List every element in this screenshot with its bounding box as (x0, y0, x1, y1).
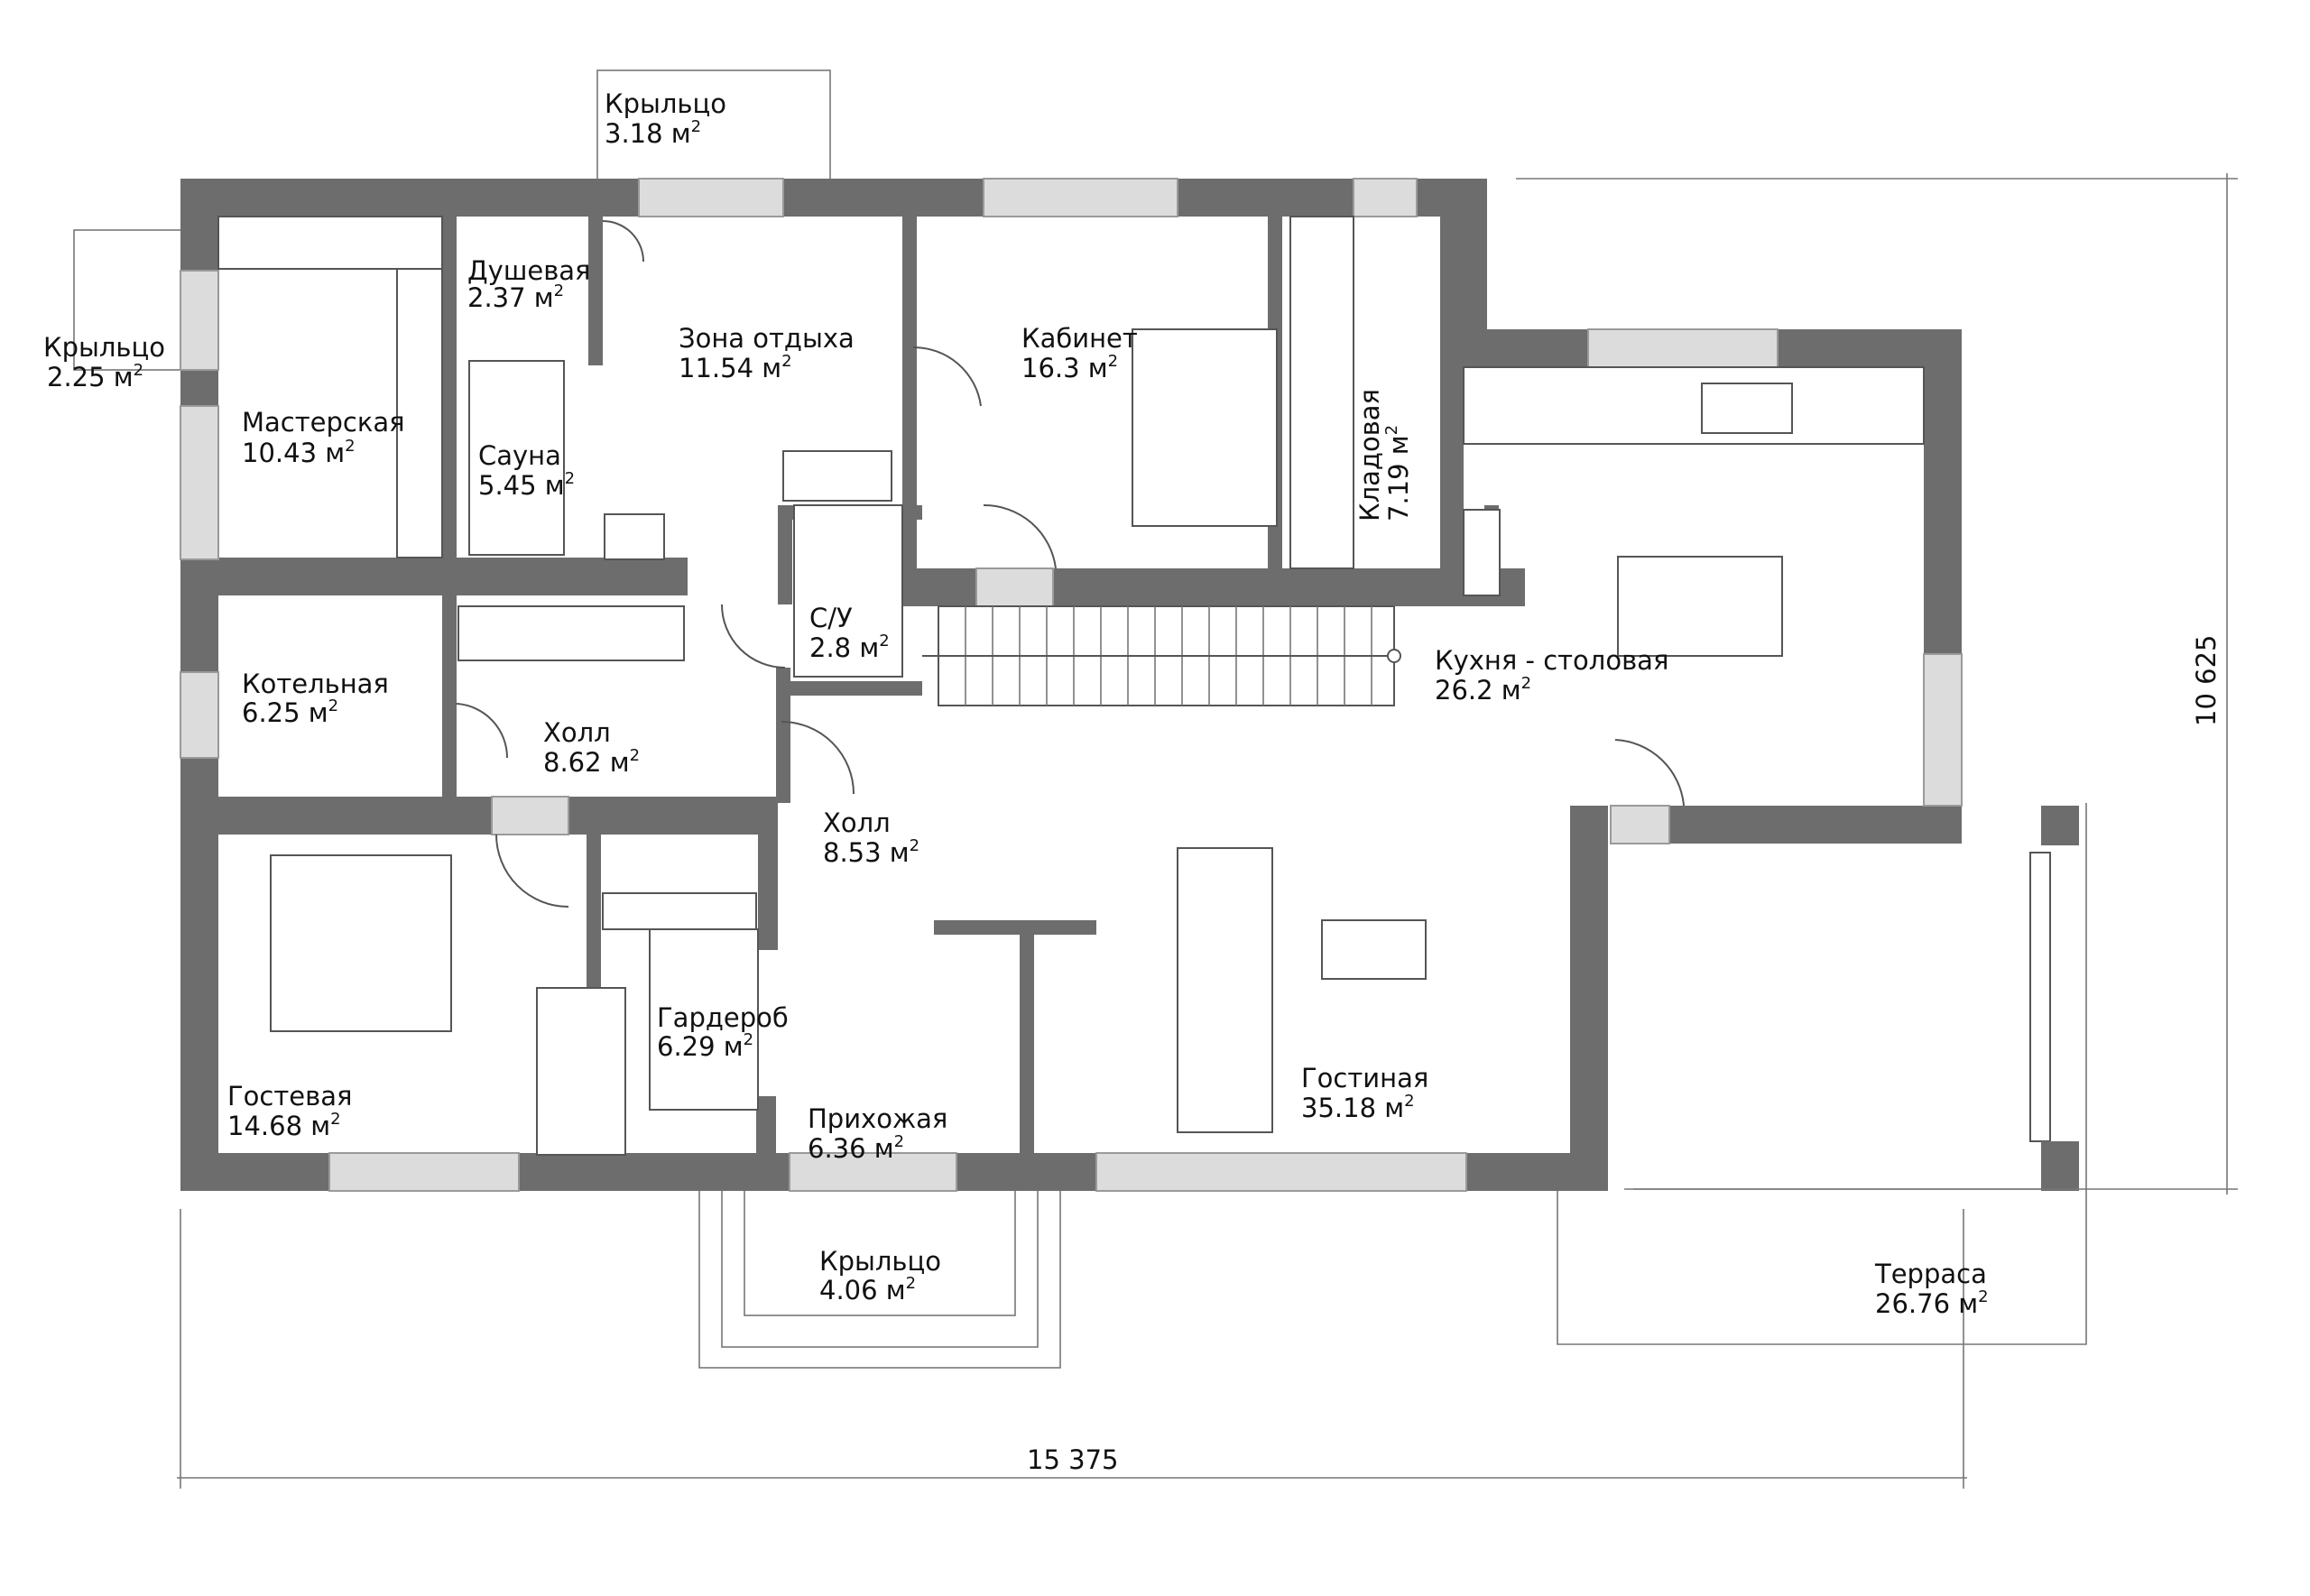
sauna-area: 5.45 м (478, 470, 565, 501)
svg-text:8.53 м2: 8.53 м2 (823, 836, 919, 868)
svg-text:2.37 м2: 2.37 м2 (467, 281, 564, 313)
dimension-height: 10 625 (2191, 635, 2222, 726)
bathroom-area: 2.8 м (809, 632, 879, 663)
svg-text:6.29 м2: 6.29 м2 (657, 1030, 753, 1062)
guest-area: 14.68 м (227, 1111, 330, 1141)
terrace-area: 26.76 м (1875, 1288, 1978, 1319)
svg-text:35.18 м2: 35.18 м2 (1301, 1092, 1415, 1123)
entry-area: 6.36 м (808, 1133, 894, 1164)
porch-bottom-area: 4.06 м (819, 1275, 906, 1305)
terrace-outline (1557, 803, 2087, 1345)
hall-2-name: Холл (823, 807, 891, 838)
windows (180, 178, 1963, 1192)
pantry-name: Кладовая (1354, 389, 1385, 521)
wardrobe-area: 6.29 м (657, 1031, 744, 1062)
svg-text:16.3 м2: 16.3 м2 (1021, 352, 1118, 383)
rest-zone-area: 11.54 м (679, 353, 781, 383)
wardrobe-name: Гардероб (657, 1002, 789, 1033)
porch-bottom-name: Крыльцо (819, 1246, 941, 1277)
hall-2-area: 8.53 м (823, 837, 910, 868)
svg-text:6.36 м2: 6.36 м2 (808, 1132, 904, 1164)
svg-text:2.25 м2: 2.25 м2 (47, 361, 143, 392)
svg-text:10.43 м2: 10.43 м2 (242, 437, 356, 468)
dimension-width: 15 375 (1027, 1444, 1118, 1475)
door-swings (456, 220, 1685, 908)
hall-1-area: 8.62 м (543, 747, 630, 778)
svg-text:3.18 м2: 3.18 м2 (605, 117, 701, 149)
svg-text:2.8 м2: 2.8 м2 (809, 632, 890, 663)
workshop-area: 10.43 м (242, 438, 345, 468)
porch-top-area: 3.18 м (605, 118, 691, 149)
svg-text:4.06 м2: 4.06 м2 (819, 1274, 916, 1305)
pantry-area: 7.19 м (1383, 435, 1414, 521)
kitchen-name: Кухня - столовая (1435, 645, 1668, 676)
entry-name: Прихожая (808, 1103, 947, 1134)
furniture (217, 216, 1925, 1156)
svg-text:6.25 м2: 6.25 м2 (242, 697, 338, 728)
living-area: 35.18 м (1301, 1093, 1404, 1123)
guest-name: Гостевая (227, 1081, 352, 1112)
svg-text:8.62 м2: 8.62 м2 (543, 746, 640, 778)
svg-text:7.19 м2: 7.19 м2 (1382, 425, 1414, 521)
office-name: Кабинет (1021, 323, 1138, 354)
sauna-name: Сауна (478, 440, 561, 471)
svg-text:26.2 м2: 26.2 м2 (1435, 674, 1531, 706)
kitchen-area: 26.2 м (1435, 675, 1521, 706)
porch-left-name: Крыльцо (43, 332, 165, 363)
office-area: 16.3 м (1021, 353, 1108, 383)
shower-name: Душевая (467, 255, 591, 286)
workshop-name: Мастерская (242, 407, 405, 438)
boiler-name: Котельная (242, 669, 389, 699)
porch-top-name: Крыльцо (605, 88, 726, 119)
boiler-area: 6.25 м (242, 697, 328, 728)
bathroom-name: С/У (809, 603, 853, 633)
svg-text:11.54 м2: 11.54 м2 (679, 352, 792, 383)
porch-left-area: 2.25 м (47, 362, 134, 392)
svg-text:14.68 м2: 14.68 м2 (227, 1110, 341, 1141)
svg-text:26.76 м2: 26.76 м2 (1875, 1287, 1989, 1319)
rest-zone-name: Зона отдыха (679, 323, 855, 354)
dimension-lines (177, 173, 2238, 1489)
terrace-name: Терраса (1874, 1259, 1987, 1289)
svg-text:Кладовая: Кладовая (1354, 389, 1385, 521)
stairs (922, 605, 1401, 706)
svg-text:5.45 м2: 5.45 м2 (478, 469, 575, 501)
hall-1-name: Холл (543, 717, 611, 748)
shower-area: 2.37 м (467, 282, 554, 313)
room-labels: Крыльцо 3.18 м2 Крыльцо 2.25 м2 Мастерск… (43, 88, 2222, 1475)
living-name: Гостиная (1301, 1063, 1428, 1093)
